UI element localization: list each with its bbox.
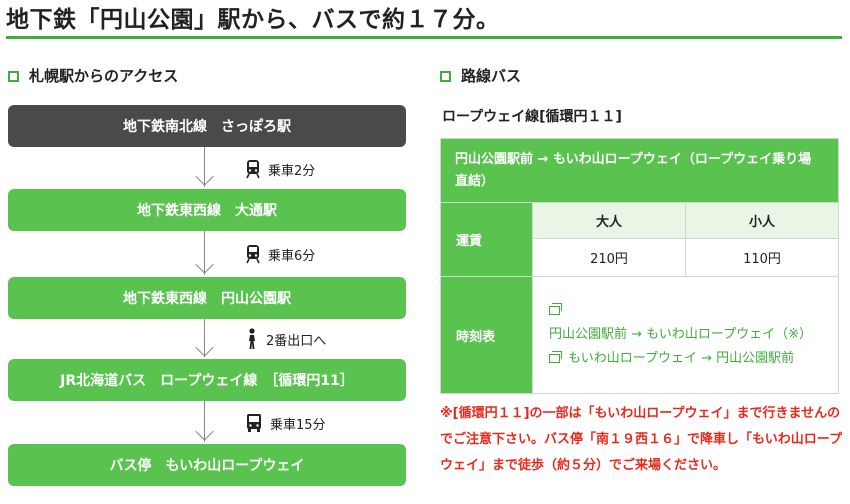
bus-heading-text: 路線バス xyxy=(461,67,522,85)
notice-text: ※[循環円１１]の一部は「もいわ山ロープウェイ」まで行きませんのでご注意下さい。… xyxy=(440,406,842,473)
chevron-down-icon xyxy=(195,338,214,357)
route-name: ロープウェイ線[循環円１１] xyxy=(442,109,622,125)
chevron-down-icon xyxy=(195,255,214,274)
timetable-link-to-maruyama[interactable]: もいわ山ロープウェイ → 円山公園駅前 xyxy=(549,347,826,371)
station-bus-ropeway-line: JR北海道バス ロープウェイ線 ［循環円11］ xyxy=(8,359,406,401)
square-bullet-icon xyxy=(8,70,19,82)
route-description: 円山公園駅前 → もいわ山ロープウェイ（ロープウェイ乗り場直結） xyxy=(440,138,839,203)
child-label: 小人 xyxy=(685,202,839,239)
walking-person-icon xyxy=(249,328,255,349)
adult-fare: 210円 xyxy=(532,238,686,277)
chevron-down-icon xyxy=(195,422,214,441)
route-connector xyxy=(190,147,220,189)
timetable-label: 時刻表 xyxy=(440,276,533,394)
external-window-icon xyxy=(549,303,562,315)
station-odori: 地下鉄東西線 大通駅 xyxy=(8,189,406,231)
bus-section-heading: 路線バス xyxy=(440,66,521,86)
train-icon xyxy=(246,160,260,179)
station-bus-stop-moiwayama: バス停 もいわ山ロープウェイ xyxy=(8,444,406,486)
route-connector xyxy=(190,231,220,277)
page-title: 地下鉄「円山公園」駅から、バスで約１７分。 xyxy=(6,5,842,39)
route-step: 2番出口へ xyxy=(246,328,326,350)
station-maruyama-koen: 地下鉄東西線 円山公園駅 xyxy=(8,277,406,319)
route-step: 乗車2分 xyxy=(246,158,315,180)
route-step: 乗車15分 xyxy=(246,412,326,434)
chevron-down-icon xyxy=(195,167,214,186)
fare-label: 運賃 xyxy=(440,202,533,277)
route-step: 乗車6分 xyxy=(246,243,315,265)
train-icon xyxy=(246,245,260,264)
route-connector xyxy=(190,401,220,444)
route-connector xyxy=(190,319,220,359)
child-fare: 110円 xyxy=(685,238,839,277)
access-section-heading: 札幌駅からのアクセス xyxy=(8,66,178,86)
external-window-icon xyxy=(549,351,562,363)
access-heading-text: 札幌駅からのアクセス xyxy=(29,67,179,85)
fare-table: 円山公園駅前 → もいわ山ロープウェイ（ロープウェイ乗り場直結） 運賃 大人 小… xyxy=(440,138,839,394)
bus-icon xyxy=(247,414,261,432)
square-bullet-icon xyxy=(440,70,451,82)
timetable-links: 円山公園駅前 → もいわ山ロープウェイ（※） もいわ山ロープウェイ → 円山公園… xyxy=(532,276,839,394)
adult-label: 大人 xyxy=(532,202,686,239)
station-sapporo: 地下鉄南北線 さっぽろ駅 xyxy=(8,105,406,147)
timetable-link-to-ropeway[interactable]: 円山公園駅前 → もいわ山ロープウェイ（※） xyxy=(549,299,826,347)
